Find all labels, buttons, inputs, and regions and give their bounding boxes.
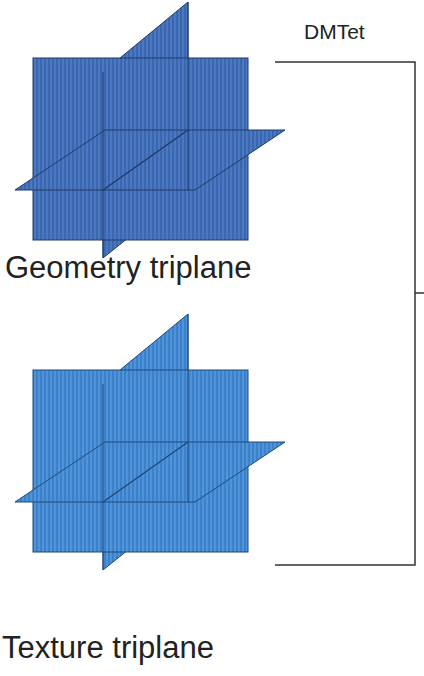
triplane-node: Geometry triplane [5, 250, 251, 286]
triplane-node: Texture triplane [2, 630, 214, 666]
geometry-triplane [15, 2, 285, 258]
bracket-line [275, 62, 424, 565]
triplane-caption: Texture triplane [2, 630, 214, 666]
method-label: DMTet [304, 20, 365, 44]
triplane-caption: Geometry triplane [5, 250, 251, 286]
texture-triplane [15, 314, 285, 570]
